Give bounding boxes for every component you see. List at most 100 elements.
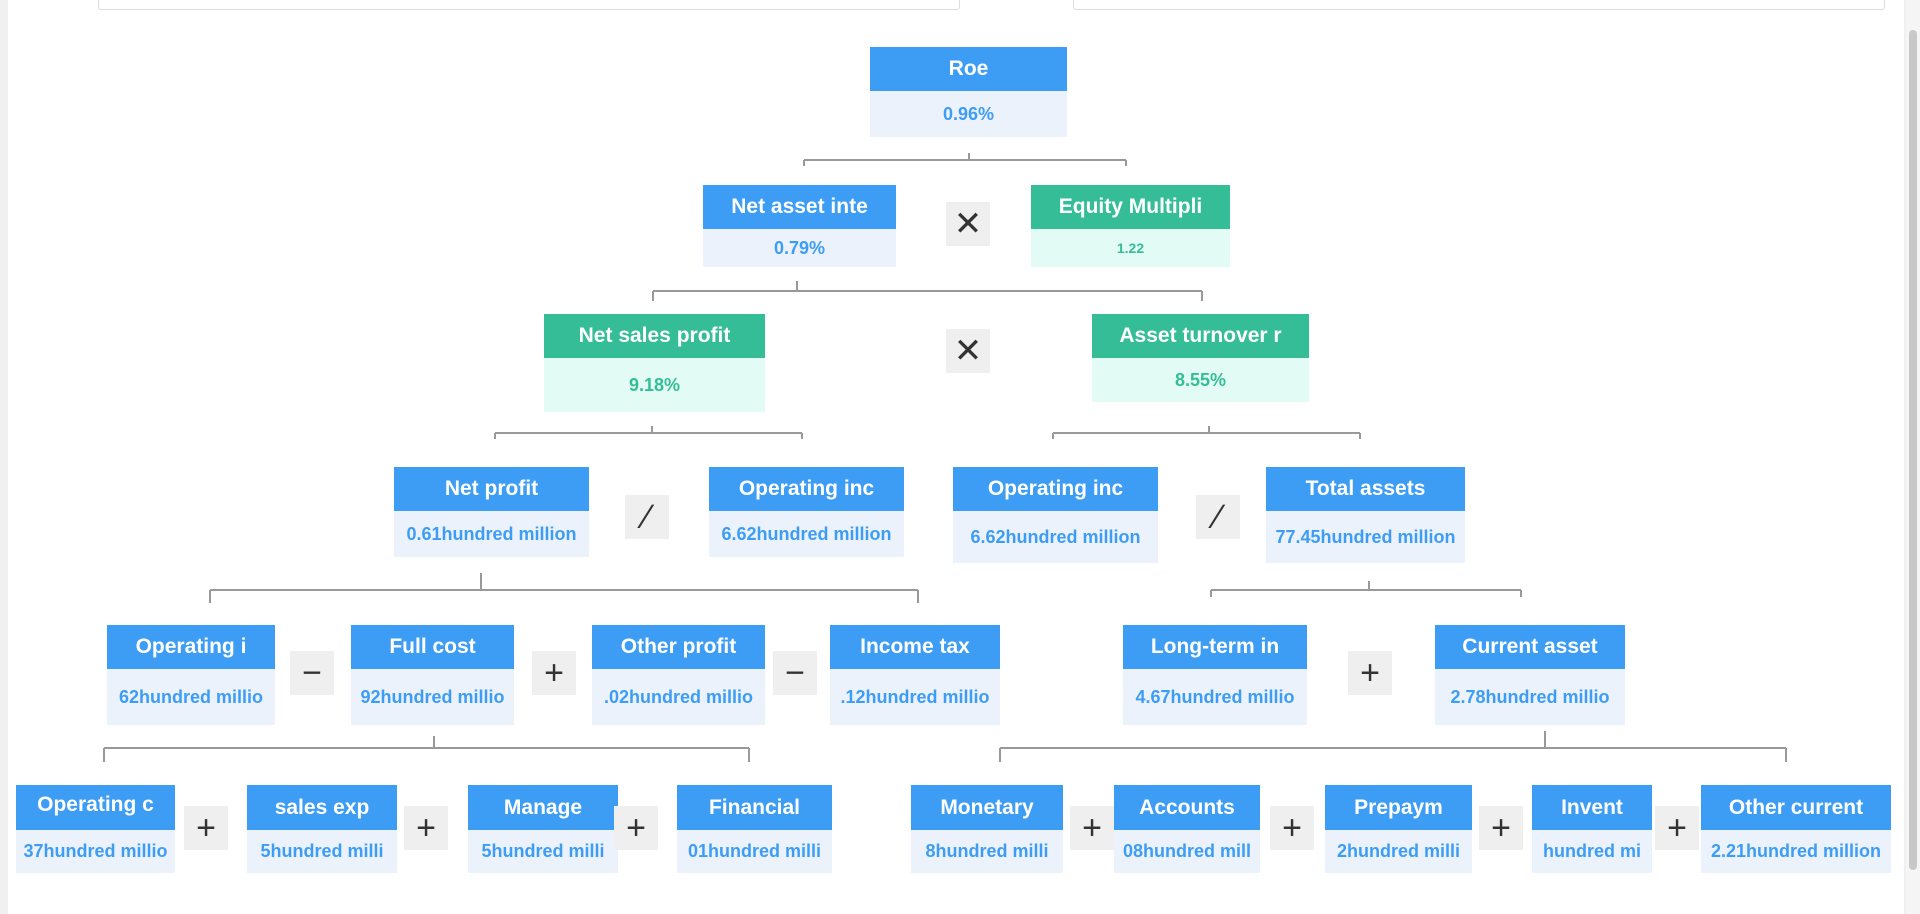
node-prepayments[interactable]: Prepaym 2hundred milli [1325,785,1472,873]
node-title: Net sales profit [544,314,765,358]
node-title: Operating c [16,785,175,830]
connector-net-asset-interest [652,281,1203,301]
node-full-cost[interactable]: Full cost 92hundred millio [351,625,514,725]
node-equity-multiplier[interactable]: Equity Multipli 1.22 [1031,185,1230,267]
node-value: 77.45hundred million [1266,511,1465,563]
node-value: 0.61hundred million [394,511,589,557]
node-title: Monetary [911,785,1063,830]
node-value: 5hundred milli [468,830,618,873]
divide-operator: ∕ [1196,495,1240,539]
top-filter-input-right[interactable] [1073,0,1885,10]
node-operating-income-b[interactable]: Operating inc 6.62hundred million [953,467,1158,563]
plus-operator: + [532,651,576,695]
node-net-asset-interest[interactable]: Net asset inte 0.79% [703,185,896,267]
node-value: 8.55% [1092,358,1309,402]
node-value: .12hundred millio [830,669,1000,725]
node-net-profit[interactable]: Net profit 0.61hundred million [394,467,589,557]
node-net-sales-profit[interactable]: Net sales profit 9.18% [544,314,765,412]
plus-operator: + [1270,806,1314,850]
multiply-operator: ✕ [946,202,990,246]
node-value: 08hundred mill [1114,830,1260,873]
diagram-canvas [8,0,1904,914]
node-operating-income-a[interactable]: Operating inc 6.62hundred million [709,467,904,557]
node-title: Operating inc [709,467,904,511]
node-value: 0.96% [870,91,1067,137]
node-long-term-investment[interactable]: Long-term in 4.67hundred millio [1123,625,1307,725]
node-management-expense[interactable]: Manage 5hundred milli [468,785,618,873]
top-filter-input-left[interactable] [98,0,960,10]
node-value: 9.18% [544,358,765,412]
node-operating-income-c[interactable]: Operating i 62hundred millio [107,625,275,725]
node-value: 92hundred millio [351,669,514,725]
node-title: Income tax [830,625,1000,669]
node-monetary-funds[interactable]: Monetary 8hundred milli [911,785,1063,873]
node-value: 37hundred millio [16,830,175,873]
node-value: 1.22 [1031,229,1230,267]
node-title: Invent [1532,785,1652,830]
node-sales-expense[interactable]: sales exp 5hundred milli [247,785,397,873]
node-title: Accounts [1114,785,1260,830]
node-title: sales exp [247,785,397,830]
node-title: Full cost [351,625,514,669]
node-title: Equity Multipli [1031,185,1230,229]
plus-operator: + [1070,806,1114,850]
node-value: 0.79% [703,229,896,267]
node-value: 2.21hundred million [1701,830,1891,873]
vertical-scrollbar[interactable] [1906,0,1920,914]
node-title: Long-term in [1123,625,1307,669]
connector-net-sales-profit [494,426,803,439]
node-financial-expense[interactable]: Financial 01hundred milli [677,785,832,873]
plus-operator: + [1348,651,1392,695]
node-value: 6.62hundred million [953,511,1158,563]
plus-operator: + [1655,806,1699,850]
node-title: Other profit [592,625,765,669]
node-value: 01hundred milli [677,830,832,873]
plus-operator: + [614,806,658,850]
node-title: Operating inc [953,467,1158,511]
node-value: .02hundred millio [592,669,765,725]
node-title: Current asset [1435,625,1625,669]
connector-roe [803,153,1127,166]
node-value: 5hundred milli [247,830,397,873]
node-operating-cost[interactable]: Operating c 37hundred millio [16,785,175,873]
node-value: 4.67hundred millio [1123,669,1307,725]
minus-operator: − [773,651,817,695]
node-current-assets[interactable]: Current asset 2.78hundred millio [1435,625,1625,725]
node-value: hundred mi [1532,830,1652,873]
node-title: Net asset inte [703,185,896,229]
connector-asset-turnover [1052,426,1361,439]
node-inventory[interactable]: Invent hundred mi [1532,785,1652,873]
plus-operator: + [1479,806,1523,850]
node-other-profit[interactable]: Other profit .02hundred millio [592,625,765,725]
node-title: Roe [870,47,1067,91]
connector-full-cost [103,736,750,762]
connector-current-assets [999,731,1787,762]
node-income-tax[interactable]: Income tax .12hundred millio [830,625,1000,725]
plus-operator: + [404,806,448,850]
scrollbar-thumb[interactable] [1909,30,1917,870]
node-title: Other current [1701,785,1891,830]
divide-operator: ∕ [625,495,669,539]
plus-operator: + [184,806,228,850]
node-value: 2hundred milli [1325,830,1472,873]
node-title: Net profit [394,467,589,511]
node-value: 8hundred milli [911,830,1063,873]
node-title: Asset turnover r [1092,314,1309,358]
node-value: 62hundred millio [107,669,275,725]
node-value: 2.78hundred millio [1435,669,1625,725]
node-accounts-receivable[interactable]: Accounts 08hundred mill [1114,785,1260,873]
node-title: Operating i [107,625,275,669]
node-value: 6.62hundred million [709,511,904,557]
node-title: Prepaym [1325,785,1472,830]
node-other-current-assets[interactable]: Other current 2.21hundred million [1701,785,1891,873]
node-title: Manage [468,785,618,830]
node-total-assets[interactable]: Total assets 77.45hundred million [1266,467,1465,563]
connector-net-profit [209,573,919,603]
minus-operator: − [290,651,334,695]
node-asset-turnover[interactable]: Asset turnover r 8.55% [1092,314,1309,402]
node-roe[interactable]: Roe 0.96% [870,47,1067,137]
node-title: Financial [677,785,832,830]
multiply-operator: ✕ [946,329,990,373]
connector-total-assets [1210,581,1522,597]
